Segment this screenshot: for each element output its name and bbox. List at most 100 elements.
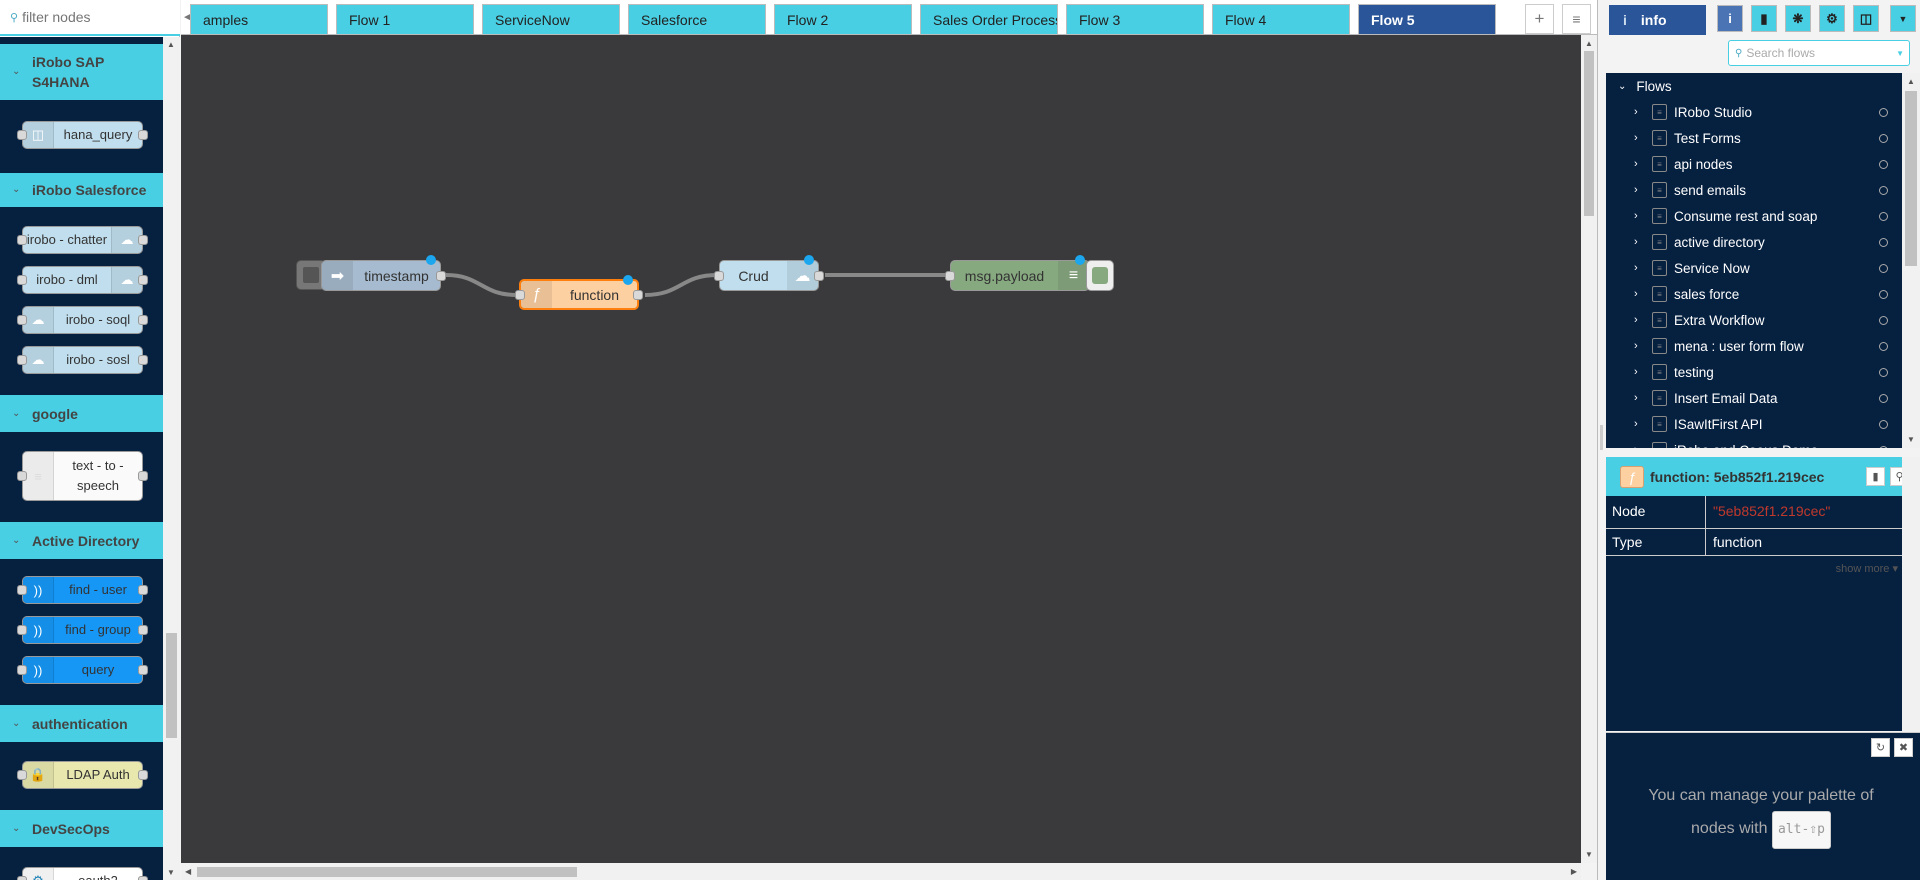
filter-nodes[interactable]: ⚲ [0, 0, 180, 36]
chevron-right-icon: › [1634, 106, 1638, 118]
flow-item[interactable]: ›≡send emails [1606, 177, 1902, 203]
list-flows-button[interactable]: ≡ [1562, 4, 1591, 34]
inject-arrow-icon: ➡ [322, 261, 353, 290]
flow-item[interactable]: ›≡Consume rest and soap [1606, 203, 1902, 229]
search-flows-input[interactable]: ⚲Search flows▼ [1728, 40, 1910, 66]
tab-flow-2[interactable]: Flow 2 [774, 4, 912, 34]
category-authentication[interactable]: ⌄authentication [0, 705, 163, 742]
changed-indicator [426, 255, 436, 265]
shortcut-key: alt-⇧p [1771, 811, 1831, 849]
canvas-horizontal-scrollbar[interactable]: ◀▶ [181, 863, 1581, 880]
filter-nodes-input[interactable] [22, 9, 163, 25]
close-tip-button[interactable]: ✖ [1894, 738, 1913, 757]
palette-node-find-group[interactable]: ))find - group [17, 616, 148, 644]
signal-icon: )) [23, 657, 54, 683]
status-circle-icon [1879, 211, 1888, 221]
flow-item[interactable]: ›≡ISawItFirst API [1606, 411, 1902, 437]
category-irobo-salesforce[interactable]: ⌄iRobo Salesforce [0, 173, 163, 207]
flow-item[interactable]: ›≡api nodes [1606, 151, 1902, 177]
chevron-down-icon: ⌄ [12, 184, 21, 195]
show-help-button[interactable]: ▮ [1866, 467, 1885, 486]
palette-scrollbar[interactable]: ▲▼ [163, 37, 180, 880]
flow-item[interactable]: ›≡sales force [1606, 281, 1902, 307]
refresh-icon: ↻ [1875, 742, 1886, 754]
config-tab-button[interactable]: ⚙ [1819, 5, 1845, 32]
database-icon: ◫ [1859, 10, 1873, 26]
sidebar-menu-button[interactable]: ▼ [1890, 5, 1916, 32]
category-active-directory[interactable]: ⌄Active Directory [0, 522, 163, 559]
palette-node-irobo-sosl[interactable]: ☁irobo - sosl [17, 346, 148, 374]
flow-icon: ≡ [1652, 312, 1667, 328]
tab-servicenow[interactable]: ServiceNow [482, 4, 620, 34]
chevron-right-icon: › [1634, 262, 1638, 274]
signal-icon: )) [23, 617, 54, 643]
debug-toggle-button[interactable] [1086, 260, 1114, 291]
scroll-left-icon[interactable]: ◀ [184, 11, 193, 23]
flow-item[interactable]: ›≡active directory [1606, 229, 1902, 255]
palette-node-irobo-chatter[interactable]: irobo - chatter☁ [17, 226, 148, 254]
tab-sales-order-process[interactable]: Sales Order Process [920, 4, 1058, 34]
status-circle-icon [1879, 133, 1888, 143]
palette-node-text-to-speech[interactable]: ≡text - to - speech [17, 451, 148, 501]
add-flow-button[interactable]: + [1525, 4, 1554, 34]
flow-icon: ≡ [1652, 234, 1667, 250]
cloud-icon: ☁ [23, 307, 54, 333]
flow-node-crud[interactable]: Crud☁ [714, 255, 824, 291]
palette-node-hana-query[interactable]: ◫hana_query [17, 121, 148, 149]
flow-item[interactable]: ›≡Service Now [1606, 255, 1902, 281]
category-devsecops[interactable]: ⌄DevSecOps [0, 810, 163, 847]
palette-node-irobo-soql[interactable]: ☁irobo - soql [17, 306, 148, 334]
flow-item[interactable]: ›≡testing [1606, 359, 1902, 385]
info-tab-button[interactable]: i [1717, 5, 1743, 32]
tree-root-flows[interactable]: ⌄Flows [1618, 78, 1672, 94]
chevron-down-icon: ⌄ [12, 66, 21, 77]
info-scrollbar[interactable] [1902, 457, 1920, 732]
chevron-down-icon: ⌄ [1618, 80, 1627, 92]
category-google[interactable]: ⌄google [0, 395, 163, 432]
canvas-vertical-scrollbar[interactable]: ▲▼ [1581, 35, 1597, 863]
chevron-down-icon: ⌄ [12, 717, 21, 729]
sidebar-resize-handle[interactable] [1597, 0, 1606, 880]
flow-icon: ≡ [1652, 182, 1667, 198]
debug-tab-button[interactable]: ❋ [1785, 5, 1811, 32]
refresh-tip-button[interactable]: ↻ [1871, 738, 1890, 757]
flow-item[interactable]: ›≡Insert Email Data [1606, 385, 1902, 411]
palette-scroll-thumb[interactable] [166, 633, 177, 738]
info-icon: i [1728, 11, 1732, 26]
context-tab-button[interactable]: ◫ [1853, 5, 1879, 32]
palette-node-oauth2[interactable]: ⚙oauth2 [17, 867, 148, 880]
flow-icon: ≡ [1652, 364, 1667, 380]
status-circle-icon [1879, 263, 1888, 273]
tab-salesforce[interactable]: Salesforce [628, 4, 766, 34]
flow-item[interactable]: ›≡iRobo and Coeus Demo [1606, 437, 1902, 448]
palette-node-ldap-auth[interactable]: 🔒LDAP Auth [17, 761, 148, 789]
tab-amples[interactable]: amples [190, 4, 328, 34]
tab-flow-5[interactable]: Flow 5 [1358, 4, 1496, 34]
palette-node-query[interactable]: ))query [17, 656, 148, 684]
flow-item[interactable]: ›≡Extra Workflow [1606, 307, 1902, 333]
tab-flow-1[interactable]: Flow 1 [336, 4, 474, 34]
flow-item[interactable]: ›≡IRobo Studio [1606, 99, 1902, 125]
show-more-link[interactable]: show more ▾ [1835, 563, 1898, 575]
help-tab-button[interactable]: ▮ [1751, 5, 1777, 32]
tab-flow-3[interactable]: Flow 3 [1066, 4, 1204, 34]
flow-item[interactable]: ›≡mena : user form flow [1606, 333, 1902, 359]
chevron-right-icon: › [1634, 158, 1638, 170]
prop-row-node: Node"5eb852f1.219cec" [1606, 496, 1902, 529]
flow-node-timestamp[interactable]: ➡timestamp [321, 255, 446, 291]
status-circle-icon [1879, 107, 1888, 117]
status-circle-icon [1879, 419, 1888, 429]
category-irobo-sap[interactable]: ⌄iRobo SAP S4HANA [0, 44, 163, 100]
flows-tree-scrollbar[interactable]: ▲▼ [1902, 73, 1920, 448]
flow-item[interactable]: ›≡Test Forms [1606, 125, 1902, 151]
speech-icon: ≡ [23, 452, 54, 500]
palette-node-find-user[interactable]: ))find - user [17, 576, 148, 604]
flow-node-msg-payload[interactable]: msg.payload≡ [945, 255, 1090, 291]
chevron-right-icon: › [1634, 184, 1638, 196]
tab-flow-4[interactable]: Flow 4 [1212, 4, 1350, 34]
palette-node-irobo-dml[interactable]: irobo - dml☁ [17, 266, 148, 294]
chevron-right-icon: › [1634, 210, 1638, 222]
